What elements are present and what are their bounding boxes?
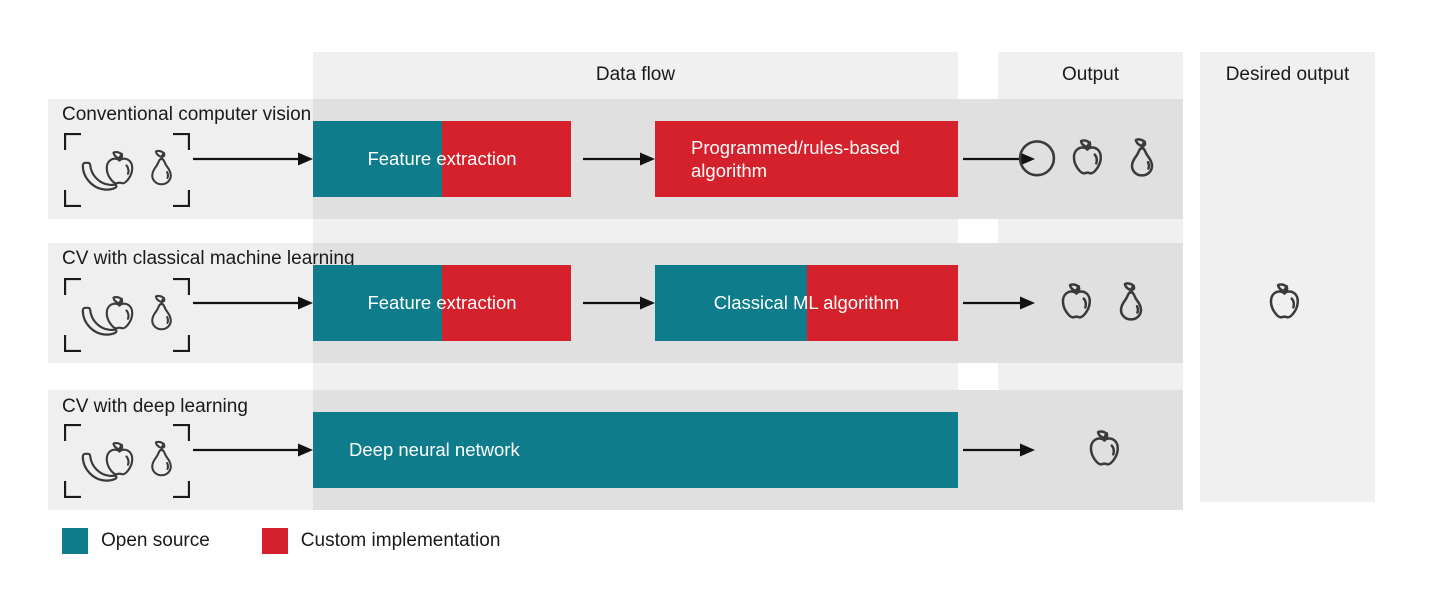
process-block[interactable]: Classical ML algorithm bbox=[655, 265, 958, 341]
pear-icon bbox=[1106, 276, 1156, 331]
flow-arrow bbox=[583, 151, 655, 167]
block-fill-open-source bbox=[655, 265, 807, 341]
flow-arrow bbox=[963, 442, 1035, 458]
output-icon-group bbox=[1054, 273, 1156, 333]
column-header-output: Output bbox=[1061, 64, 1120, 85]
process-block[interactable]: Deep neural network bbox=[313, 412, 958, 488]
process-block[interactable]: Feature extraction bbox=[313, 265, 571, 341]
process-block-label: Deep neural network bbox=[349, 439, 520, 461]
flow-arrow bbox=[193, 151, 313, 167]
legend-item-open-source: Open source bbox=[62, 528, 210, 554]
column-header-desired-output: Desired output bbox=[1225, 64, 1350, 85]
flow-arrow bbox=[193, 442, 313, 458]
block-fill-open-source bbox=[313, 412, 958, 488]
row-label-cv-deep-learning: CV with deep learning bbox=[62, 396, 248, 417]
apple-icon bbox=[1082, 423, 1132, 478]
block-fill-custom-implementation bbox=[807, 265, 958, 341]
output-icon-group bbox=[1011, 129, 1167, 189]
apple-icon bbox=[1065, 132, 1115, 187]
process-block[interactable]: Programmed/rules-based algorithm bbox=[655, 121, 958, 197]
process-block-label: Programmed/rules-based algorithm bbox=[691, 136, 900, 181]
block-fill-open-source bbox=[313, 121, 442, 197]
legend-item-custom-implementation: Custom implementation bbox=[261, 528, 501, 554]
circle-icon bbox=[1011, 131, 1063, 188]
process-block-label: Feature extraction bbox=[367, 292, 517, 314]
legend-swatch-custom-implementation bbox=[261, 528, 288, 554]
fruit-scan-icon bbox=[63, 277, 191, 353]
fruit-scan-icon bbox=[63, 132, 191, 208]
legend-label-open-source: Open source bbox=[101, 530, 210, 551]
block-fill-custom-implementation bbox=[442, 121, 571, 197]
flow-arrow bbox=[963, 151, 1035, 167]
flow-arrow bbox=[583, 295, 655, 311]
flow-arrow bbox=[963, 295, 1035, 311]
block-fill-open-source bbox=[313, 265, 442, 341]
flow-arrow bbox=[193, 295, 313, 311]
legend-swatch-open-source bbox=[62, 528, 88, 554]
process-block[interactable]: Feature extraction bbox=[313, 121, 571, 197]
column-header-data-flow: Data flow bbox=[595, 64, 676, 85]
output-icon-group bbox=[1082, 420, 1132, 480]
fruit-scan-icon bbox=[63, 423, 191, 499]
row-label-cv-classical-machine-learning: CV with classical machine learning bbox=[62, 248, 355, 269]
apple-icon bbox=[1054, 276, 1104, 331]
process-block-label: Classical ML algorithm bbox=[713, 292, 900, 314]
legend: Open source Custom implementation bbox=[62, 528, 500, 554]
column-band-desired-output bbox=[1200, 52, 1375, 502]
desired-output-icon-group bbox=[1262, 273, 1312, 333]
block-fill-custom-implementation bbox=[655, 121, 958, 197]
legend-label-custom-implementation: Custom implementation bbox=[300, 530, 501, 551]
row-label-conventional-computer-vision: Conventional computer vision bbox=[62, 104, 312, 125]
block-fill-custom-implementation bbox=[442, 265, 571, 341]
pear-icon bbox=[1117, 132, 1167, 187]
apple-icon bbox=[1262, 276, 1312, 331]
process-block-label: Feature extraction bbox=[367, 148, 517, 170]
